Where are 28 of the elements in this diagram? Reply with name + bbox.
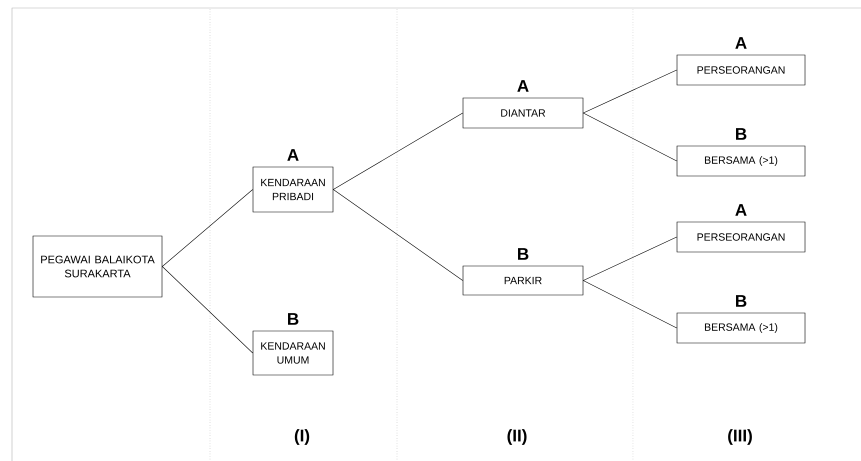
letter-label: A	[735, 204, 747, 216]
connector-line	[583, 70, 677, 114]
connector-line	[333, 189, 463, 281]
connector-line	[583, 112, 677, 162]
column-numeral: (I)	[294, 429, 310, 445]
connector-line	[162, 189, 253, 267]
letter-label: B	[288, 313, 298, 325]
letter-label: B	[518, 248, 528, 260]
letter-label: A	[287, 149, 299, 161]
connector-line	[333, 112, 463, 190]
box: BERSAMA (>1)	[676, 146, 806, 176]
box: BERSAMA (>1)	[676, 312, 806, 344]
connector-line	[583, 236, 677, 281]
connector-line	[162, 266, 253, 354]
box: PEGAWAI BALAIKOTA SURAKARTA	[32, 236, 162, 298]
box: DIANTAR	[462, 98, 584, 128]
column-numeral: (II)	[507, 429, 527, 445]
box: PERSEORANGAN	[676, 54, 806, 86]
box: PARKIR	[462, 266, 584, 296]
connector-line	[583, 280, 677, 328]
letter-label: B	[736, 128, 746, 140]
column-numeral: (III)	[728, 429, 752, 445]
box: KENDARAAN UMUM	[252, 330, 334, 376]
box: PERSEORANGAN	[676, 222, 806, 252]
box: KENDARAAN PRIBADI	[252, 166, 334, 212]
letter-label: A	[517, 80, 529, 92]
letter-label: A	[735, 37, 747, 49]
letter-label: B	[736, 295, 746, 307]
